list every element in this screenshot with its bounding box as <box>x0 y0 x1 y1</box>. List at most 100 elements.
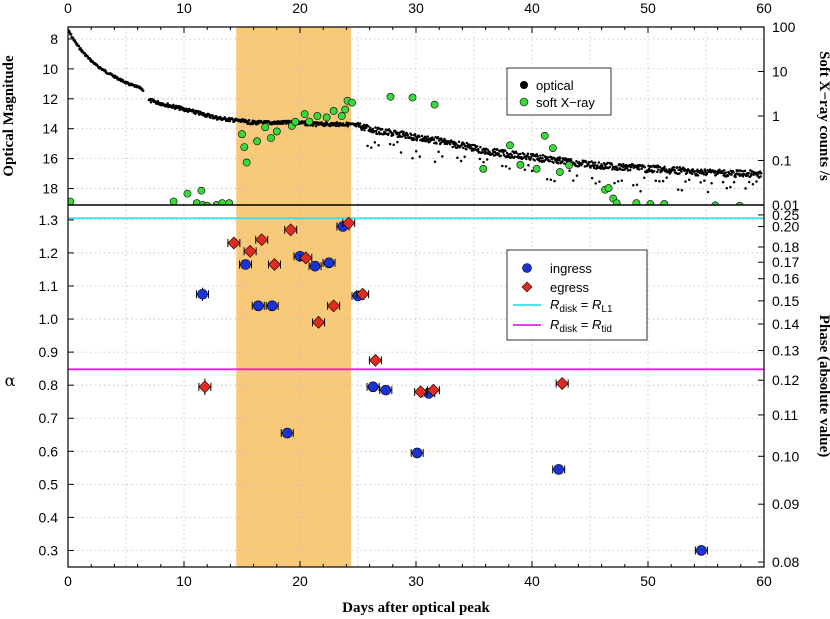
optical-point <box>388 142 392 146</box>
optical-point <box>463 144 467 148</box>
optical-point <box>493 147 496 151</box>
optical-point <box>418 155 422 158</box>
optical-point <box>583 165 587 168</box>
optical-point <box>628 164 631 167</box>
optical-point <box>710 181 713 185</box>
optical-point <box>525 157 528 161</box>
xray-point <box>300 110 309 119</box>
optical-point <box>497 152 500 155</box>
optical-point <box>732 180 736 184</box>
optical-point <box>575 159 578 163</box>
optical-point <box>747 172 750 175</box>
xray-point <box>711 201 720 205</box>
ingress-point <box>323 257 335 269</box>
optical-point <box>656 170 659 174</box>
optical-point <box>572 179 575 182</box>
optical-point <box>743 169 747 173</box>
optical-point <box>545 177 549 181</box>
optical-point <box>485 158 489 161</box>
y2-tick-label: 0.01 <box>772 197 799 213</box>
optical-point <box>680 188 684 192</box>
optical-point <box>616 180 620 183</box>
optical-point <box>658 165 662 169</box>
optical-point <box>592 166 596 170</box>
optical-point <box>563 162 566 165</box>
egress-point <box>368 353 382 367</box>
ingress-point <box>553 464 564 475</box>
optical-point <box>371 127 375 131</box>
optical-point <box>527 163 530 167</box>
xray-point <box>565 161 574 170</box>
optical-point <box>611 168 614 171</box>
optical-point <box>228 119 232 123</box>
optical-point <box>533 159 536 162</box>
y2-axis-title-top: Soft X−ray counts /s <box>816 51 830 181</box>
xray-point <box>225 199 234 205</box>
optical-point <box>360 128 364 132</box>
optical-point <box>556 161 560 165</box>
optical-point <box>628 168 632 172</box>
y-tick-label: 0.6 <box>39 443 59 459</box>
y-tick-label: 1.2 <box>39 245 59 261</box>
optical-point <box>555 159 559 162</box>
optical-point <box>599 167 603 170</box>
optical-point <box>553 179 556 183</box>
optical-point <box>652 170 656 173</box>
egress-point <box>243 244 257 258</box>
y-tick-label: 0.5 <box>39 476 59 492</box>
optical-point <box>471 143 474 147</box>
legend-xray-label: soft X−ray <box>536 95 595 110</box>
optical-point <box>757 172 760 175</box>
optical-point <box>402 130 405 134</box>
legend-xray-marker <box>519 97 529 107</box>
optical-point <box>320 121 323 124</box>
y2-tick-label: 0.17 <box>772 254 799 270</box>
optical-point <box>558 157 562 160</box>
optical-point <box>437 150 440 154</box>
optical-point <box>751 183 755 186</box>
optical-series <box>68 28 763 194</box>
optical-point <box>590 176 594 180</box>
optical-point <box>587 163 590 166</box>
x-top-tick-label: 10 <box>176 0 192 16</box>
optical-point <box>732 171 735 174</box>
optical-point <box>664 168 668 171</box>
optical-point <box>207 113 211 116</box>
optical-point <box>691 172 694 176</box>
optical-point <box>396 135 400 139</box>
y2-tick-label: 0.15 <box>772 293 799 309</box>
optical-point <box>561 160 564 163</box>
y2-tick-label: 0.14 <box>772 316 799 332</box>
ingress-point <box>309 260 321 272</box>
y2-tick-label: 0.09 <box>772 496 799 512</box>
optical-point <box>363 128 366 132</box>
optical-point <box>398 135 402 138</box>
optical-point <box>477 147 480 151</box>
optical-point <box>622 162 625 166</box>
xray-point <box>238 130 246 139</box>
optical-point <box>730 173 733 176</box>
optical-point <box>374 126 377 129</box>
y2-tick-label: 100 <box>772 19 796 35</box>
xray-point <box>337 112 346 120</box>
optical-point <box>740 169 743 173</box>
optical-point <box>673 168 676 172</box>
ingress-point <box>266 300 278 312</box>
optical-point <box>149 100 153 104</box>
optical-point <box>502 151 505 154</box>
optical-point <box>453 144 457 147</box>
y-tick-label: 0.8 <box>39 377 59 393</box>
x-top-tick-label: 40 <box>524 0 540 16</box>
optical-point <box>415 138 418 142</box>
optical-point <box>479 145 482 149</box>
optical-point <box>759 172 763 175</box>
optical-point <box>746 174 749 177</box>
xray-point <box>240 143 249 152</box>
optical-point <box>530 169 534 173</box>
optical-point <box>654 179 658 182</box>
x-tick-label: 0 <box>64 573 72 589</box>
optical-point <box>759 175 762 178</box>
optical-point <box>420 134 424 138</box>
grid-top <box>68 27 764 205</box>
